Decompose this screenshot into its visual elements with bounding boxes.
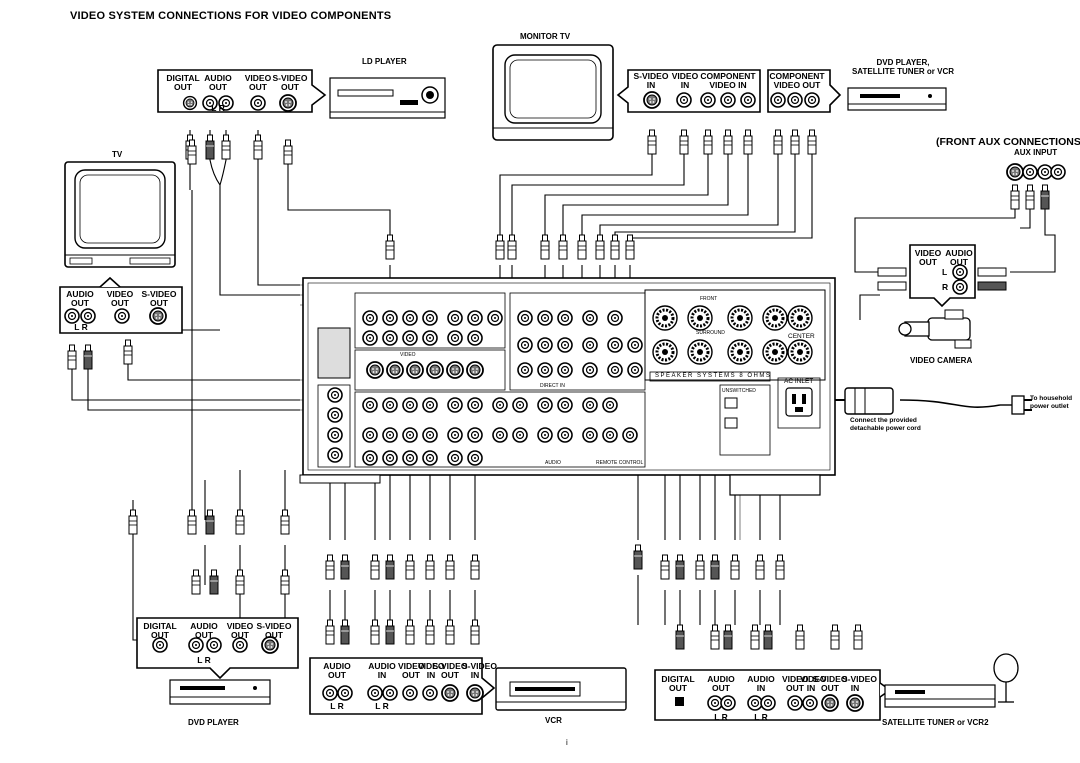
page-marker: i xyxy=(566,738,568,747)
dvd-player-label: DVD PLAYER xyxy=(188,718,239,727)
monitor-tv-device xyxy=(492,44,614,141)
ld-output-panel xyxy=(157,69,327,113)
vcr-lr-out-label: L R xyxy=(330,701,344,711)
monitor-input-panel xyxy=(616,69,761,113)
tv-lr-label: L R xyxy=(74,322,88,332)
direct-in-label: DIRECT IN xyxy=(540,383,565,389)
sat-lr-out-label: L R xyxy=(714,712,728,722)
dvd-top-device xyxy=(847,87,947,111)
dvd-lr-label: L R xyxy=(197,655,211,665)
speaker-systems-label: SPEAKER SYSTEMS 8 OHMS xyxy=(655,373,772,379)
dvd-component-panel xyxy=(767,69,842,113)
camera-l-label: L xyxy=(942,267,948,277)
tv-device xyxy=(64,161,176,268)
camera-r-label: R xyxy=(942,282,949,292)
vcr-device xyxy=(495,667,627,711)
unswitched-label: UNSWITCHED xyxy=(722,388,756,394)
power-cord xyxy=(844,387,1032,415)
aux-input-label: AUX INPUT xyxy=(1014,148,1058,157)
audio-section-label: AUDIO xyxy=(545,460,561,466)
vcr-lr-in-label: L R xyxy=(375,701,389,711)
monitor-tv-label: MONITOR TV xyxy=(520,32,571,41)
sat-lr-in-label: L R xyxy=(754,712,768,722)
ac-inlet-label: AC INLET xyxy=(784,378,814,385)
remote-control-label: REMOTE CONTROL xyxy=(596,460,644,466)
video-camera-label: VIDEO CAMERA xyxy=(910,356,973,365)
dvd-bottom-device xyxy=(169,679,271,705)
tv-label: TV xyxy=(112,150,123,159)
video-camera-device xyxy=(898,309,972,349)
sat-device xyxy=(884,653,1019,708)
ld-player-device xyxy=(329,77,446,119)
page-title: VIDEO SYSTEM CONNECTIONS FOR VIDEO COMPO… xyxy=(70,10,392,22)
vcr-label: VCR xyxy=(545,716,562,725)
center-label: CENTER xyxy=(788,333,815,340)
tv-output-panel xyxy=(59,276,183,334)
sat-vcr2-label: SATELLITE TUNER or VCR2 xyxy=(882,718,989,727)
camera-output-panel xyxy=(909,244,976,308)
ld-lr-label: L R xyxy=(211,103,225,113)
aux-input-jacks xyxy=(1003,158,1066,181)
front-label: FRONT xyxy=(700,296,718,302)
dvd-sat-vcr-label: DVD PLAYER,SATELLITE TUNER or VCR xyxy=(851,58,955,76)
surround-label: SURROUND xyxy=(696,330,725,336)
vcr-panel xyxy=(309,657,496,715)
video-section-label: VIDEO xyxy=(400,352,416,358)
camera-plugs xyxy=(877,267,1007,291)
front-aux-heading: (FRONT AUX CONNECTIONS) xyxy=(936,136,1080,148)
ld-player-label: LD PLAYER xyxy=(362,57,407,66)
dvd-bottom-panel xyxy=(136,617,299,680)
